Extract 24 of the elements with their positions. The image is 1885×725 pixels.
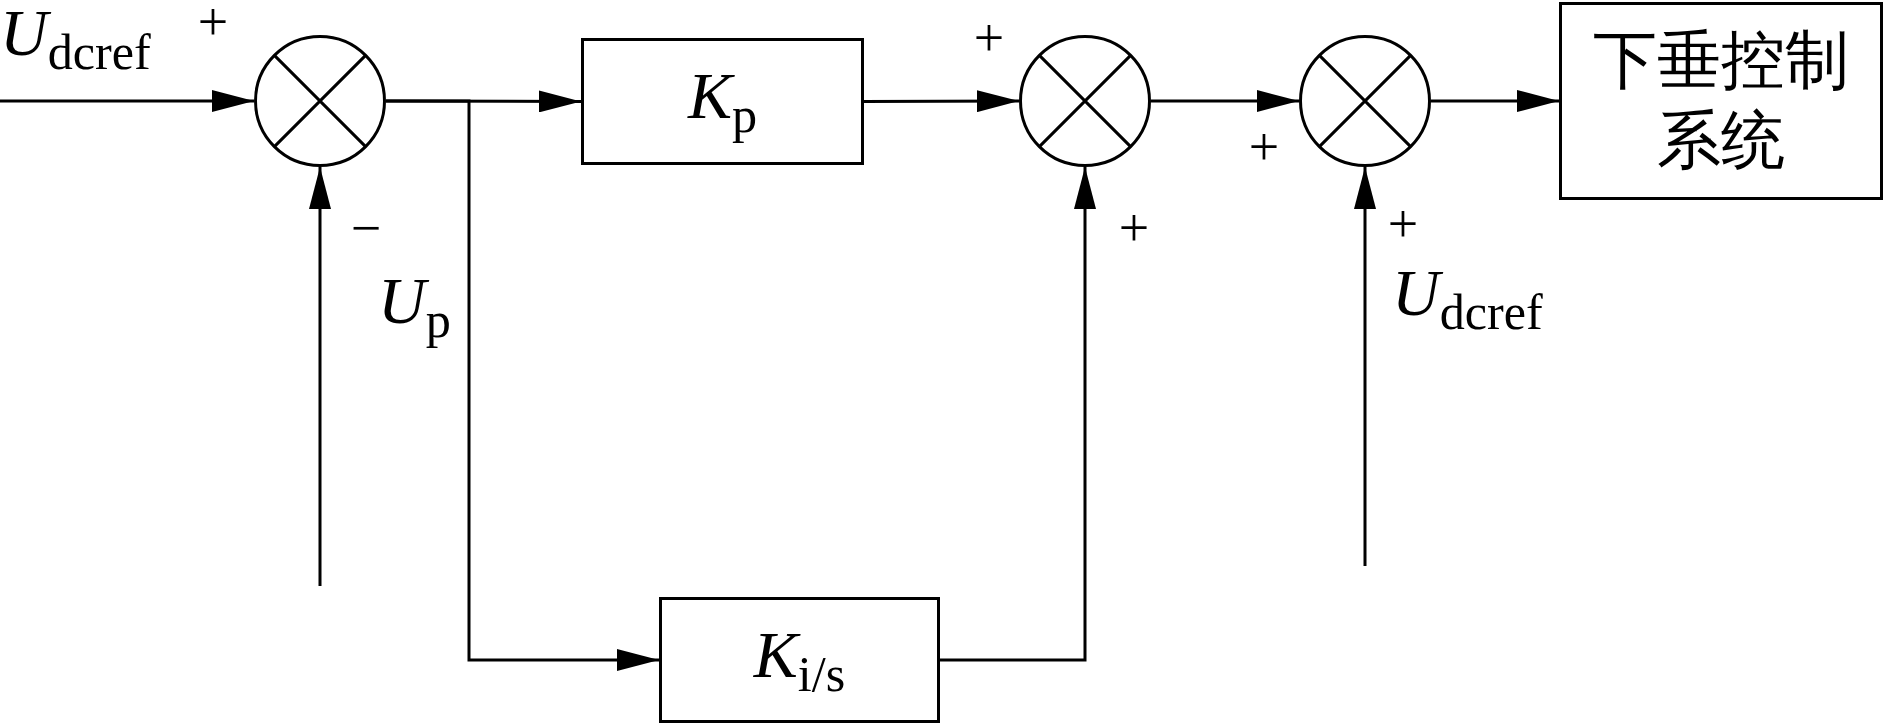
sign-label: + xyxy=(197,0,229,49)
process-box xyxy=(1559,2,1883,200)
summing-junction xyxy=(1299,35,1431,167)
sign-label: + xyxy=(1118,201,1150,255)
sign-label: + xyxy=(1387,197,1419,251)
signal-label: U$_{dcref}$ xyxy=(0,0,151,77)
arrow xyxy=(1151,90,1299,112)
arrow xyxy=(309,167,331,586)
summing-junction xyxy=(254,35,386,167)
arrow xyxy=(1354,167,1376,566)
block-label: 下垂控制系统 xyxy=(1592,24,1850,178)
signal-label: U$_{dcref}$ xyxy=(1392,260,1543,337)
arrow xyxy=(940,167,1096,662)
arrow xyxy=(1431,90,1559,112)
sign-label: + xyxy=(973,11,1005,65)
arrow xyxy=(386,99,659,671)
gain-block xyxy=(659,597,940,723)
gain-block xyxy=(581,38,864,165)
block-label: K$_{i/s}$ xyxy=(753,621,846,699)
sign-label: − xyxy=(350,201,382,255)
arrow xyxy=(0,90,254,112)
summing-junction xyxy=(1019,35,1151,167)
sign-label: + xyxy=(1248,120,1280,174)
arrow xyxy=(864,90,1019,113)
